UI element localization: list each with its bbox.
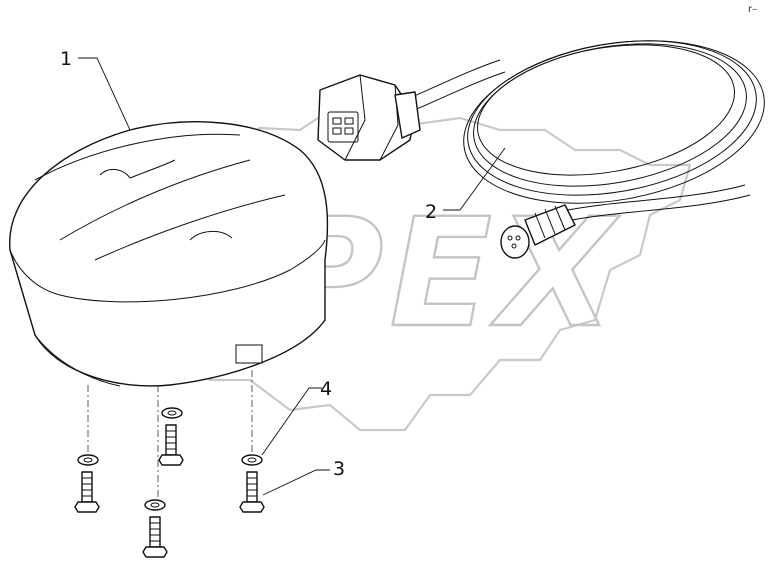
cable-harness bbox=[404, 40, 765, 221]
receiver-housing bbox=[9, 121, 329, 387]
screw bbox=[142, 516, 168, 558]
screw bbox=[239, 471, 265, 513]
screw bbox=[158, 424, 184, 466]
washer bbox=[77, 454, 99, 466]
round-plug-connector bbox=[500, 204, 576, 259]
screws bbox=[74, 424, 265, 558]
callout-1: 1 bbox=[60, 48, 72, 70]
washers bbox=[77, 407, 263, 511]
callout-3: 3 bbox=[333, 458, 345, 480]
washer bbox=[161, 407, 183, 419]
screw bbox=[74, 471, 100, 513]
leader-lines bbox=[78, 57, 506, 496]
washer bbox=[144, 499, 166, 511]
callout-2: 2 bbox=[425, 201, 437, 223]
callout-4: 4 bbox=[320, 378, 332, 400]
corner-mark: r– bbox=[748, 4, 757, 15]
multi-pin-connector bbox=[317, 74, 421, 161]
alignment-lines bbox=[87, 370, 253, 500]
washer bbox=[241, 454, 263, 466]
